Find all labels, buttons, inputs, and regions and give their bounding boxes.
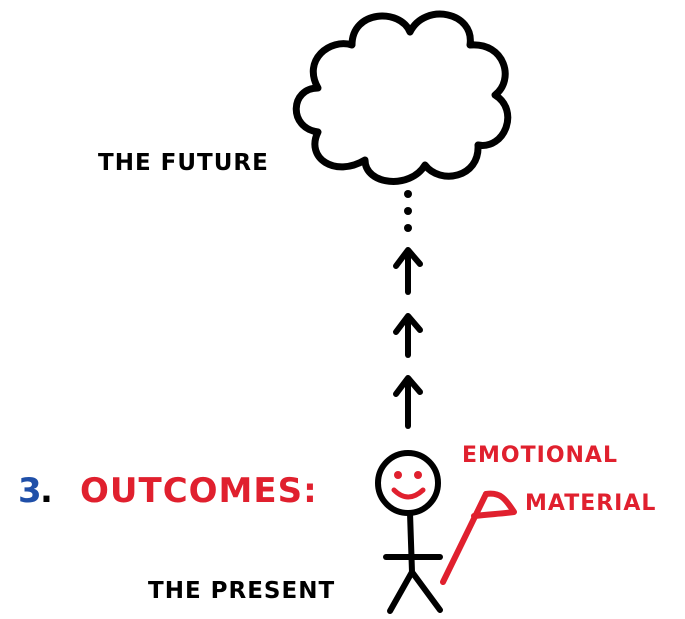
step-number-dot: .: [40, 471, 54, 511]
future-cloud-icon: [292, 10, 512, 185]
outcomes-heading: OUTCOMES:: [80, 471, 318, 511]
step-number: 3: [18, 471, 43, 511]
up-arrow-icon-1: [393, 247, 423, 295]
flag-label-emotional: EMOTIONAL: [462, 443, 618, 468]
present-label: THE PRESENT: [148, 578, 335, 604]
stick-figure-icon: [375, 450, 443, 614]
flag-icon: [440, 490, 517, 585]
flag-label-material: MATERIAL: [525, 491, 656, 516]
up-arrow-icon-3: [393, 375, 423, 429]
smiley-face: [394, 471, 422, 479]
future-label: THE FUTURE: [98, 150, 269, 176]
ellipsis-dots: [404, 190, 412, 232]
up-arrow-icon-2: [393, 313, 423, 358]
